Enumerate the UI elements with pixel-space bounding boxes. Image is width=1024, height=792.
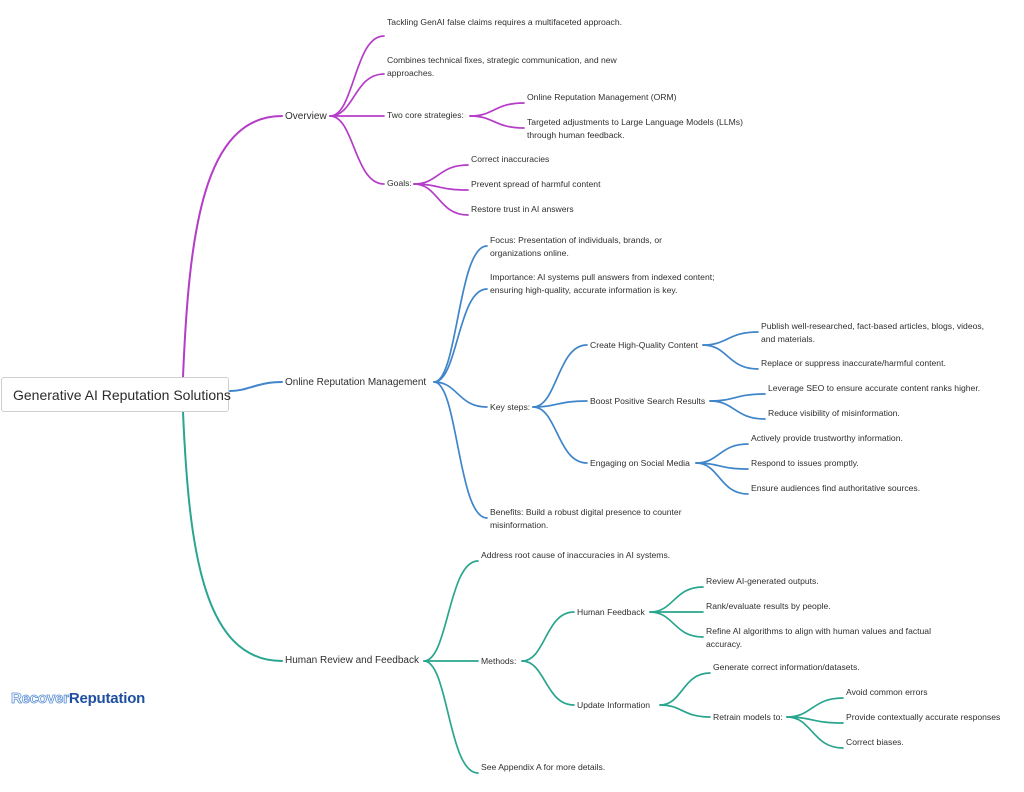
edge-orm-to-orm-1 (433, 245, 488, 383)
node-ov-4-2: Prevent spread of harmful content (471, 179, 601, 189)
edge-hr-2-1-to-hr-2-1-3 (649, 611, 704, 638)
edge-human-to-hr-3 (423, 660, 479, 774)
edge-overview-to-ov-1 (329, 35, 385, 117)
node-hr-2-2-2-1: Avoid common errors (846, 687, 928, 697)
edge-orm-3-1-to-orm-3-1-2 (702, 344, 759, 370)
edge-orm-3-to-orm-3-3 (532, 406, 588, 464)
node-orm: Online Reputation Management (285, 377, 427, 388)
edge-root-to-overview (182, 115, 283, 378)
node-orm-3-3-1: Actively provide trustworthy information… (751, 433, 903, 443)
edge-overview-to-ov-4 (329, 115, 385, 185)
edge-ov-4-to-ov-4-1 (413, 164, 469, 185)
edge-overview-to-ov-2 (329, 73, 385, 117)
edge-hr-2-2-2-to-hr-2-2-2-3 (786, 716, 844, 749)
edge-orm-to-orm-2 (433, 288, 488, 383)
edge-orm-3-to-orm-3-2 (532, 400, 588, 408)
root-node-label: Generative AI Reputation Solutions (13, 387, 231, 403)
edge-hr-2-2-to-hr-2-2-1 (659, 672, 711, 706)
edge-hr-2-1-to-hr-2-1-1 (649, 586, 704, 613)
edge-orm-3-2-to-orm-3-2-2 (709, 400, 766, 420)
edge-root-to-human (182, 411, 283, 662)
node-orm-3-1-1: Publish well-researched, fact-based arti… (761, 321, 985, 344)
node-hr-2-2-1: Generate correct information/datasets. (713, 662, 860, 672)
edge-root-to-orm (229, 381, 283, 392)
node-hr-2-1: Human Feedback (577, 607, 645, 617)
node-ov-4: Goals: (387, 178, 412, 188)
node-orm-1: Focus: Presentation of individuals, bran… (490, 235, 662, 258)
node-ov-3-2: Targeted adjustments to Large Language M… (527, 117, 743, 140)
edge-hr-2-to-hr-2-2 (521, 660, 575, 706)
node-overview: Overview (285, 111, 327, 122)
edge-orm-3-2-to-orm-3-2-1 (709, 393, 766, 402)
node-orm-3-2-2: Reduce visibility of misinformation. (768, 408, 900, 418)
node-orm-3-3: Engaging on Social Media (590, 458, 690, 468)
node-hr-2-1-2: Rank/evaluate results by people. (706, 601, 831, 611)
edge-hr-2-to-hr-2-1 (521, 611, 575, 662)
node-orm-3: Key steps: (490, 402, 531, 412)
edge-orm-to-orm-3 (433, 381, 488, 408)
node-hr-2-1-1: Review AI-generated outputs. (706, 576, 819, 586)
node-orm-3-3-3: Ensure audiences find authoritative sour… (751, 483, 921, 493)
edge-ov-3-to-ov-3-2 (469, 115, 525, 129)
node-ov-3-1: Online Reputation Management (ORM) (527, 92, 677, 102)
edge-orm-3-3-to-orm-3-3-3 (695, 462, 749, 495)
node-human: Human Review and Feedback (285, 655, 419, 666)
node-hr-2-2-2-3: Correct biases. (846, 737, 904, 747)
edge-orm-3-to-orm-3-1 (532, 344, 588, 408)
node-hr-2-1-3: Refine AI algorithms to align with human… (706, 626, 931, 649)
node-orm-2: Importance: AI systems pull answers from… (490, 272, 715, 295)
node-ov-1: Tackling GenAI false claims requires a m… (387, 17, 623, 27)
node-ov-4-1: Correct inaccuracies (471, 154, 550, 164)
edge-orm-3-3-to-orm-3-3-1 (695, 443, 749, 464)
node-ov-4-3: Restore trust in AI answers (471, 204, 574, 214)
edge-hr-2-2-2-to-hr-2-2-2-1 (786, 697, 844, 718)
edge-human-to-hr-1 (423, 560, 479, 662)
node-hr-2-2-2-2: Provide contextually accurate responses (846, 712, 1001, 722)
edge-ov-4-to-ov-4-3 (413, 183, 469, 216)
node-hr-2: Methods: (481, 656, 517, 666)
node-hr-2-2: Update Information (577, 700, 651, 710)
node-orm-4: Benefits: Build a robust digital presenc… (490, 507, 682, 530)
node-ov-3: Two core strategies: (387, 110, 464, 120)
root-node: Generative AI Reputation Solutions (1, 377, 231, 412)
node-orm-3-2-1: Leverage SEO to ensure accurate content … (768, 383, 981, 393)
node-orm-3-2: Boost Positive Search Results (590, 396, 706, 406)
edge-ov-3-to-ov-3-1 (469, 102, 525, 117)
node-ov-2: Combines technical fixes, strategic comm… (387, 55, 617, 78)
node-orm-3-1-2: Replace or suppress inaccurate/harmful c… (761, 358, 946, 368)
node-orm-3-3-2: Respond to issues promptly. (751, 458, 859, 468)
edge-orm-to-orm-4 (433, 381, 488, 519)
edge-hr-2-2-to-hr-2-2-2 (659, 704, 711, 718)
edge-orm-3-1-to-orm-3-1-1 (702, 331, 759, 346)
node-hr-1: Address root cause of inaccuracies in AI… (481, 550, 671, 560)
node-orm-3-1: Create High-Quality Content (590, 340, 698, 350)
recover-reputation-logo: RecoverReputation (11, 690, 146, 708)
node-hr-3: See Appendix A for more details. (481, 762, 606, 772)
node-hr-2-2-2: Retrain models to: (713, 712, 783, 722)
